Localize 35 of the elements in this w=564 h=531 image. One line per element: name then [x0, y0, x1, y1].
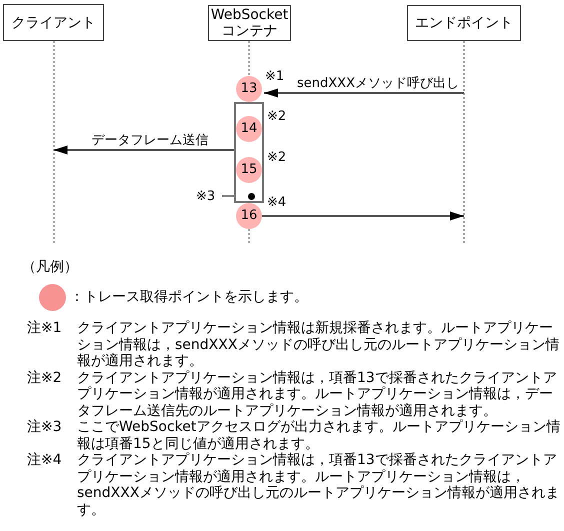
note-marker: ※2: [267, 150, 286, 166]
note-label: 注※3: [27, 419, 63, 437]
note-marker: ※3: [196, 189, 222, 205]
participant-label: クライアント: [12, 14, 96, 30]
trace-point-circle: [236, 116, 262, 142]
step-number: 16: [240, 209, 258, 223]
participant-label: エンドポイント: [415, 15, 513, 31]
trace-point-circle: [236, 157, 262, 183]
note-label: 注※4: [27, 452, 63, 470]
trace-point-circle: [236, 76, 262, 102]
lifeline: [248, 40, 250, 76]
note-text: クライアントアプリケーション情報は，項番13で採番されたクライアントアプリケーション情報が適用されます。ルートアプリケーション情報は，sendXXXメソッドの呼び出し元のルートアプリケーション情報が適用されます。: [77, 452, 560, 518]
trace-point-circle: [236, 203, 262, 229]
note-marker: ※4: [267, 195, 286, 211]
legend-text: ：トレース取得ポイントを示します。: [70, 289, 308, 306]
activation-bar: [234, 102, 264, 203]
step-number: 13: [240, 82, 258, 96]
note-marker: ※2: [267, 109, 286, 125]
arrow: [264, 88, 464, 98]
edge-label: データフレーム送信: [90, 133, 210, 149]
edge-label: sendXXXメソッド呼び出し: [296, 76, 460, 92]
note-label: 注※2: [27, 370, 63, 388]
note-text: クライアントアプリケーション情報は新規採番されます。ルートアプリケーション情報は，sendXXXメソッドの呼び出し元のルートアプリケーション情報が適用されます。: [77, 320, 560, 370]
note-label: 注※1: [27, 320, 63, 338]
note-text: クライアントアプリケーション情報は，項番13で採番されたクライアントアプリケーション情報が適用されます。ルートアプリケーション情報は，データフレーム送信先のルートアプリケーション情報が適用されます。: [77, 370, 558, 419]
note-text: ここでWebSocketアクセスログが出力されます。ルートアプリケーション情報は項番15と同じ値が適用されます。: [77, 419, 562, 452]
step-number: 14: [240, 122, 258, 136]
arrow: [262, 212, 464, 220]
legend-heading: （凡例）: [22, 259, 78, 275]
participant-label: WebSocketコンテナ: [210, 7, 288, 39]
step-number: 15: [240, 163, 258, 177]
lifeline: [248, 228, 250, 246]
note-marker: ※1: [265, 69, 284, 85]
dot-icon: [248, 192, 254, 200]
arrow: [54, 146, 234, 154]
